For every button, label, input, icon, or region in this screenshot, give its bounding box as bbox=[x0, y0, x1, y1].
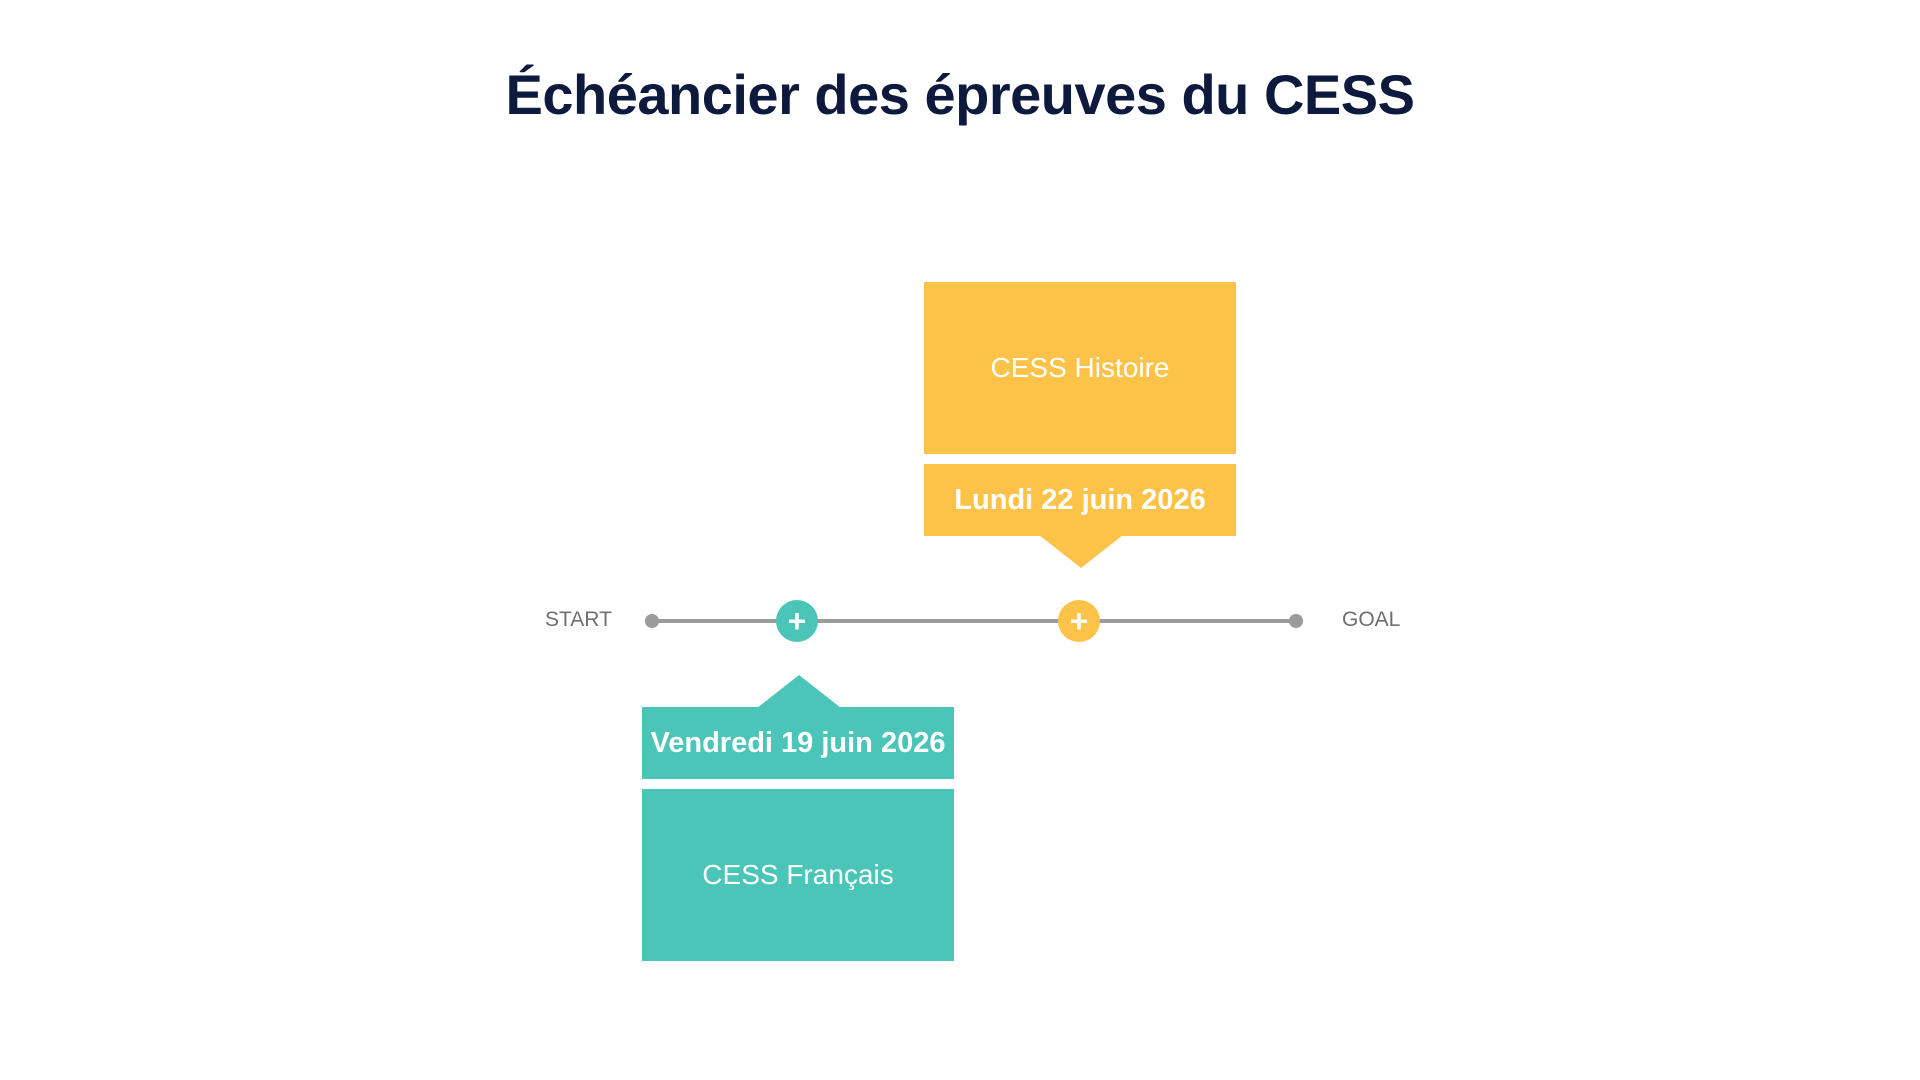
timeline-start-dot bbox=[645, 614, 659, 628]
event-date-francais: Vendredi 19 juin 2026 bbox=[642, 707, 954, 779]
event-card-francais: CESS Français bbox=[642, 789, 954, 961]
callout-pointer-histoire bbox=[1039, 535, 1123, 568]
event-date: Lundi 22 juin 2026 bbox=[954, 483, 1206, 516]
plus-icon: + bbox=[1069, 603, 1089, 639]
event-date-histoire: Lundi 22 juin 2026 bbox=[924, 464, 1236, 536]
event-name: CESS Français bbox=[702, 859, 894, 890]
callout-pointer-francais bbox=[757, 675, 841, 708]
event-name: CESS Histoire bbox=[990, 352, 1170, 383]
timeline-marker-histoire[interactable]: + bbox=[1058, 600, 1100, 642]
event-card-histoire: CESS Histoire bbox=[924, 282, 1236, 454]
timeline-goal-label: GOAL bbox=[1342, 608, 1401, 631]
timeline-start-label: START bbox=[545, 608, 612, 631]
timeline-line bbox=[651, 619, 1295, 623]
timeline-end-dot bbox=[1289, 614, 1303, 628]
page-title: Échéancier des épreuves du CESS bbox=[505, 63, 1415, 126]
event-date: Vendredi 19 juin 2026 bbox=[650, 726, 946, 759]
timeline-marker-francais[interactable]: + bbox=[776, 600, 818, 642]
plus-icon: + bbox=[787, 603, 807, 639]
